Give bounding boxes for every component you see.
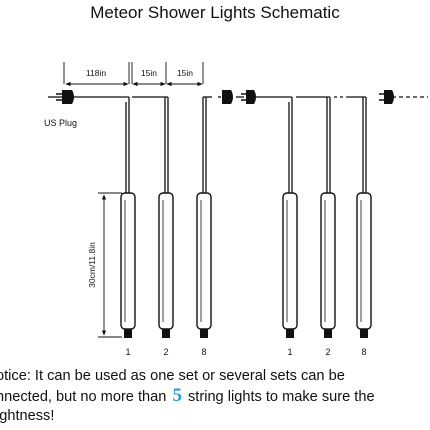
notice-line-2-end: string lights to make sure the <box>183 389 375 405</box>
light-tube <box>196 192 212 338</box>
light-tube <box>158 192 174 338</box>
end-connector-icon <box>379 90 394 104</box>
tube-number: 8 <box>361 347 366 357</box>
wire-set-2 <box>236 96 428 197</box>
tube-length-label: 30cm/11.8in <box>87 242 97 288</box>
notice-line-2: nnected, but no more than 5 string light… <box>0 386 430 407</box>
notice-line-2-start: nnected, but no more than <box>0 389 171 405</box>
tube-number: 8 <box>201 347 206 357</box>
light-tube <box>282 192 298 338</box>
connector-plug-icon <box>222 90 256 104</box>
notice-text: otice: It can be used as one set or seve… <box>0 367 430 426</box>
max-string-count: 5 <box>172 385 182 406</box>
light-tube <box>120 192 136 338</box>
wire-set-1 <box>48 96 222 197</box>
tube-length-dimension <box>98 192 122 338</box>
spacing-label-third: 15in <box>177 68 193 78</box>
notice-line-3: ightness! <box>0 408 55 424</box>
light-tube <box>356 192 372 338</box>
spacing-label-first: 118in <box>86 68 106 78</box>
notice-line-1: otice: It can be used as one set or seve… <box>0 368 345 384</box>
us-plug-icon <box>56 90 74 104</box>
spacing-label-second: 15in <box>141 68 157 78</box>
light-tube <box>320 192 336 338</box>
us-plug-label: US Plug <box>44 118 77 128</box>
tube-number: 1 <box>125 347 130 357</box>
tube-number: 1 <box>287 347 292 357</box>
diagram-title: Meteor Shower Lights Schematic <box>90 3 340 22</box>
tube-number: 2 <box>163 347 168 357</box>
dimension-lines <box>63 62 204 87</box>
tube-number: 2 <box>325 347 330 357</box>
